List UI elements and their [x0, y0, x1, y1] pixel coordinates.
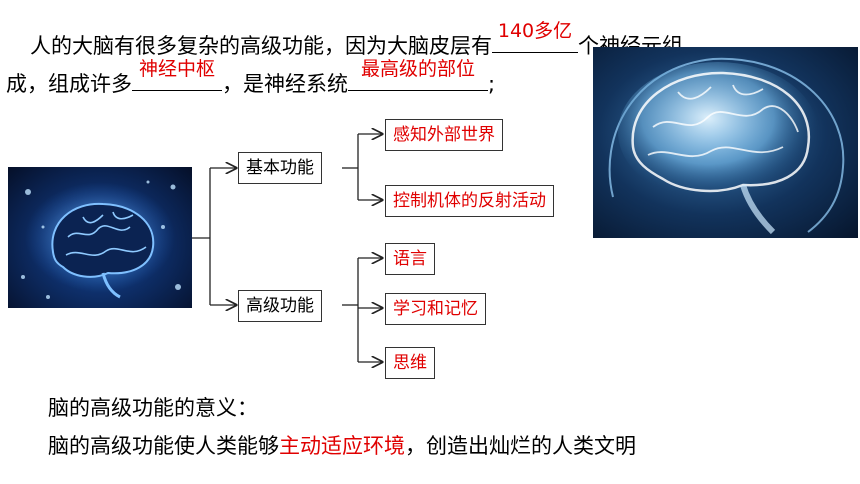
answer-nerve-center: 神经中枢 [138, 58, 215, 80]
intro-text: 成，组成许多 [6, 72, 132, 96]
node-language: 语言 [385, 243, 435, 275]
fill-blank-3: 最高级的部位 [348, 58, 488, 91]
meaning-text: ，创造出灿烂的人类文明 [405, 434, 636, 458]
fill-blank-1: 140多亿 [492, 20, 578, 53]
intro-line-2: 成，组成许多神经中枢 ，是神经系统最高级的部位; [6, 58, 496, 99]
node-thinking: 思维 [385, 347, 435, 379]
neural-brain-image [8, 167, 192, 308]
intro-text: 人的大脑有很多复杂的高级功能，因为大脑皮层有 [30, 34, 492, 58]
node-learning-memory: 学习和记忆 [385, 293, 486, 325]
node-reflex-control: 控制机体的反射活动 [385, 185, 554, 217]
answer-140: 140多亿 [497, 20, 573, 42]
meaning-highlight: 主动适应环境 [279, 434, 405, 458]
meaning-heading: 脑的高级功能的意义： [48, 396, 258, 420]
node-advanced-function: 高级功能 [238, 290, 322, 322]
meaning-sentence: 脑的高级功能使人类能够主动适应环境，创造出灿烂的人类文明 [48, 431, 636, 461]
node-basic-function: 基本功能 [238, 152, 322, 184]
answer-highest-part: 最高级的部位 [360, 58, 475, 80]
head-brain-image [593, 47, 858, 238]
meaning-text: 脑的高级功能使人类能够 [48, 434, 279, 458]
intro-text: ，是神经系统 [222, 72, 348, 96]
intro-text: ; [488, 72, 496, 96]
node-perceive-world: 感知外部世界 [385, 119, 503, 151]
fill-blank-2: 神经中枢 [132, 58, 222, 91]
